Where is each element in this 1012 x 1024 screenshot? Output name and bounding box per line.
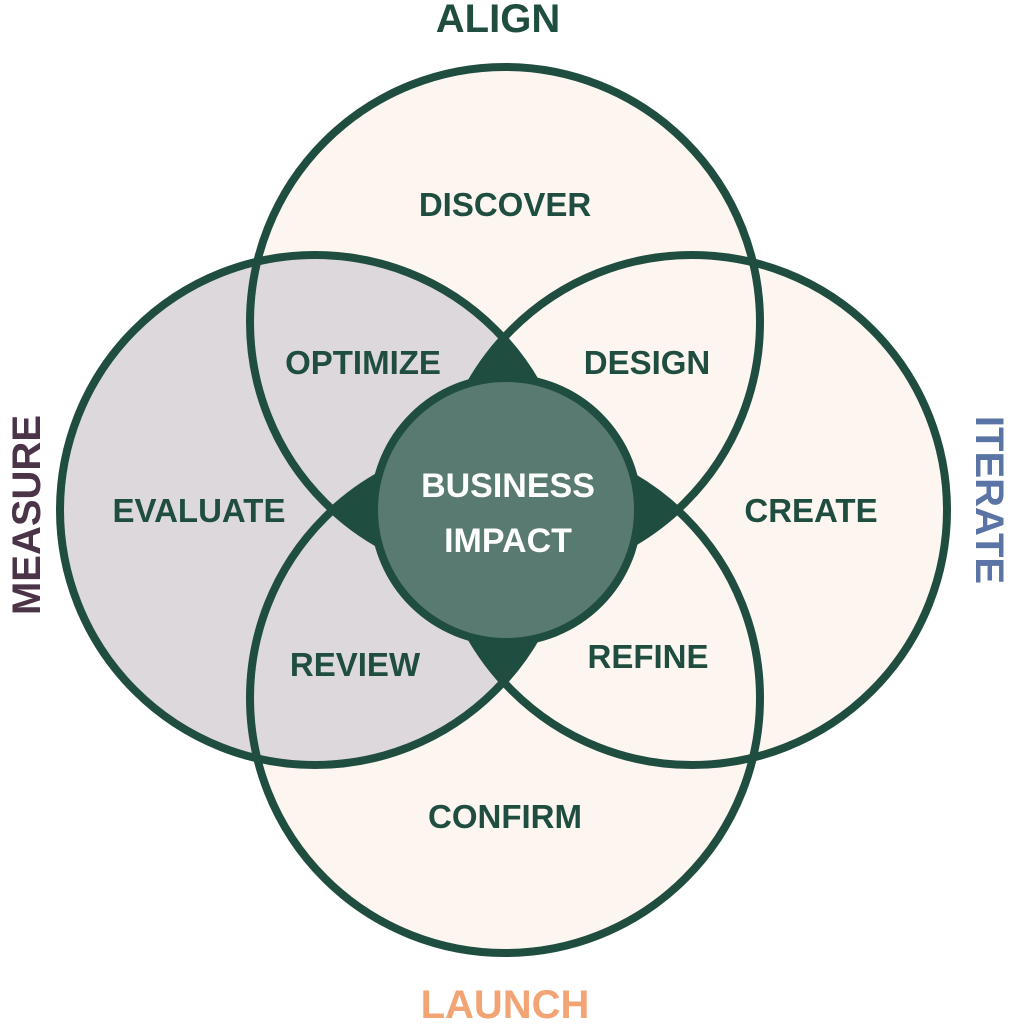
region-refine: REFINE (587, 638, 708, 675)
circle-iterate-fill (437, 255, 947, 765)
center-label-line2: IMPACT (444, 522, 572, 560)
diamond-top (472, 338, 538, 385)
region-discover: DISCOVER (419, 186, 592, 223)
region-confirm: CONFIRM (428, 798, 582, 835)
region-optimize: OPTIMIZE (285, 344, 441, 381)
diamond-left (330, 477, 378, 543)
outer-label-align: ALIGN (436, 0, 560, 41)
outer-label-iterate: ITERATE (967, 416, 1011, 584)
circle-measure-fill (60, 255, 570, 765)
connector-diamonds (330, 338, 680, 682)
region-create: CREATE (744, 492, 877, 529)
outer-label-launch: LAUNCH (421, 983, 590, 1024)
diamond-bottom (472, 635, 538, 682)
diamond-right (632, 477, 680, 543)
outer-label-measure: MEASURE (5, 415, 49, 615)
center-label-line1: BUSINESS (421, 467, 595, 505)
circle-fills (60, 67, 947, 953)
center-circle (370, 374, 642, 646)
region-evaluate: EVALUATE (113, 492, 286, 529)
region-review: REVIEW (290, 646, 421, 683)
region-design: DESIGN (584, 344, 711, 381)
